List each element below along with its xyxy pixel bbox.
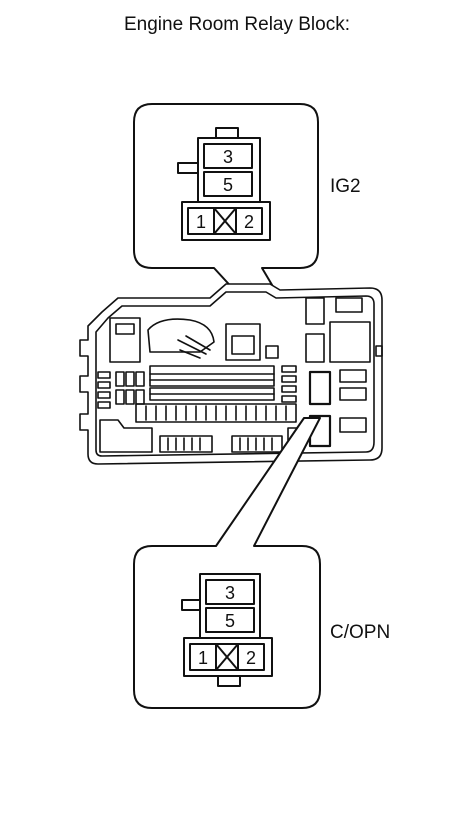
ig2-pin-5: 5: [223, 175, 233, 195]
relay-label-ig2: IG2: [330, 176, 361, 197]
c-opn-pin-5: 5: [225, 611, 235, 631]
ig2-pin-3: 3: [223, 147, 233, 167]
connector-ig2: [177, 127, 271, 241]
callout-c-opn: [133, 417, 321, 709]
relay-block-body: [79, 283, 383, 465]
diagram-title: Engine Room Relay Block:: [124, 14, 350, 35]
c-opn-pin-1: 1: [198, 648, 208, 668]
ig2-pin-2: 2: [244, 212, 254, 232]
ig2-pin-1: 1: [196, 212, 206, 232]
c-opn-pin-3: 3: [225, 583, 235, 603]
connector-c-opn: [181, 573, 273, 687]
relay-label-c-opn: C/OPN: [330, 622, 390, 643]
c-opn-pin-2: 2: [246, 648, 256, 668]
